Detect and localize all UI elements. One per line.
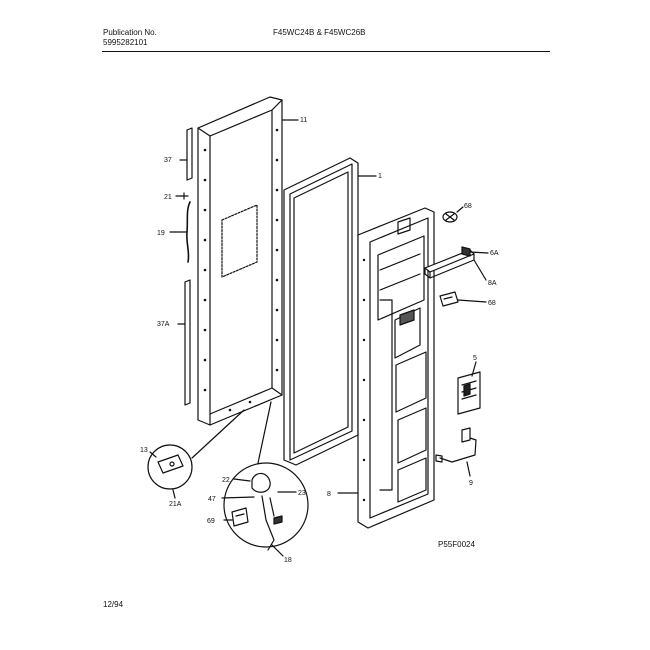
slide-rail <box>424 249 487 281</box>
callout-68-top: 68 <box>464 203 472 210</box>
screw-21 <box>175 192 189 200</box>
callout-47: 47 <box>208 496 216 503</box>
callout-23: 23 <box>298 490 306 497</box>
bracket-arm <box>435 427 477 477</box>
header-rule <box>102 51 550 52</box>
callout-37: 37 <box>164 157 172 164</box>
inner-door-panel <box>197 96 299 426</box>
fastener-68-mid <box>439 291 487 307</box>
callout-5: 5 <box>473 355 477 362</box>
handle-19 <box>169 201 191 263</box>
trim-strip-37a <box>177 279 191 406</box>
callout-8: 8 <box>327 491 331 498</box>
callout-1: 1 <box>378 173 382 180</box>
clip-6a <box>461 246 489 257</box>
detail-circle-wiring <box>221 401 309 557</box>
callout-8a: 8A <box>488 280 497 287</box>
dispenser-door-outer <box>337 207 435 529</box>
callout-19: 19 <box>157 230 165 237</box>
revision-date: 12/94 <box>103 600 124 609</box>
callout-13: 13 <box>140 447 148 454</box>
callout-22: 22 <box>222 477 230 484</box>
publication-label: Publication No. <box>103 28 157 37</box>
publication-number: 5995282101 <box>103 38 148 47</box>
callout-6a: 6A <box>490 250 499 257</box>
callout-21a: 21A <box>169 501 182 508</box>
model-numbers: F45WC24B & F45WC26B <box>273 28 366 37</box>
figure-code: P55F0024 <box>438 540 475 549</box>
callout-69: 69 <box>207 518 215 525</box>
callout-11: 11 <box>300 117 307 124</box>
detail-circle-hinge <box>147 409 245 499</box>
callout-9: 9 <box>469 480 473 487</box>
callout-68-mid: 68 <box>488 300 496 307</box>
callout-18: 18 <box>284 557 292 564</box>
fastener-68-top <box>442 206 464 223</box>
callout-21: 21 <box>164 194 172 201</box>
control-module <box>457 361 481 415</box>
trim-strip-37 <box>179 127 193 181</box>
callout-37a: 37A <box>157 321 170 328</box>
